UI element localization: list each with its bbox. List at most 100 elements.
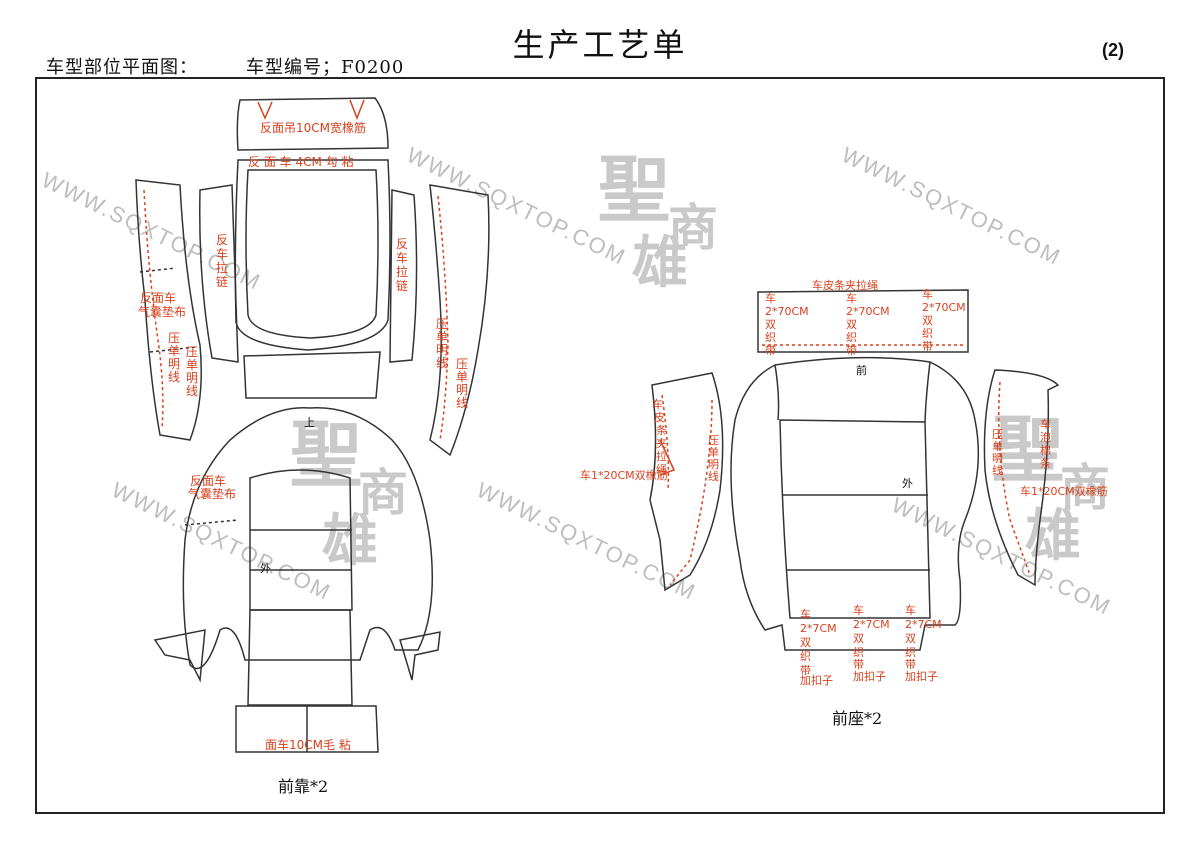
- note-left-strip-1: 车: [652, 397, 663, 411]
- note-right-foam-1: 车: [1040, 417, 1051, 431]
- note-buckle-2-3: 双: [853, 632, 864, 645]
- mark-top: 上: [304, 416, 315, 429]
- note-band-1: 车 2*70CM 双 织 带: [765, 291, 809, 357]
- note-left-strip-3: 条: [656, 423, 667, 437]
- note-band-1-2: 2*70CM: [765, 305, 809, 318]
- note-left-zip-3: 拉: [216, 260, 228, 275]
- note-press-c-2: 单: [436, 330, 448, 344]
- note-press-a-3: 明: [168, 357, 180, 371]
- watermark-url-3: WWW.SQXTOP.COM: [838, 142, 1066, 270]
- mark-front: 前: [856, 363, 867, 377]
- note-buckle-1-5: 带: [800, 664, 811, 677]
- note-right-foam-3: 棉: [1040, 443, 1051, 457]
- seat-inner-top: [774, 361, 931, 423]
- note-press-d-3: 明: [456, 383, 468, 397]
- note-left-press-3: 明: [708, 458, 719, 471]
- note-right-press-3: 明: [992, 452, 1003, 465]
- seat-top-strip: [757, 289, 969, 353]
- note-airbag-side-1: 反面车: [140, 290, 176, 305]
- note-right-press-1: 压: [992, 428, 1003, 441]
- back-bottom-velcro: [235, 705, 379, 753]
- note-right-press-4: 线: [992, 463, 1003, 477]
- back-left-outer-strip: [135, 179, 202, 441]
- note-press-c-4: 线: [436, 356, 448, 370]
- back-lower-inset-line-1: [250, 529, 352, 571]
- note-buckle-2-1: 车: [853, 603, 864, 617]
- model-code: 车型编号；F0200: [246, 57, 405, 78]
- note-press-c-1: 压: [436, 317, 448, 331]
- note-left-strip-6: 绳: [656, 462, 667, 476]
- back-bottom-stem: [247, 609, 353, 706]
- note-band-1-4: 织: [765, 331, 776, 344]
- note-buckle-1-4: 织: [800, 650, 811, 663]
- note-band-3-3: 双: [922, 314, 933, 327]
- note-press-d-4: 线: [456, 396, 468, 410]
- back-left-zip-strip: [199, 184, 239, 363]
- watermark-char-sheng-1: 聖: [598, 147, 670, 232]
- note-right-zip-4: 链: [396, 278, 408, 293]
- note-press-a-2: 单: [168, 344, 180, 358]
- note-press-d-2: 单: [456, 370, 468, 384]
- note-band-1-1: 车: [765, 291, 776, 305]
- seat-inner-line-1: [782, 494, 930, 571]
- note-right-foam-2: 泡: [1040, 430, 1051, 444]
- note-top-elastic: 反面吊10CM宽橡筋: [260, 120, 366, 135]
- note-top-glue: 反 面 车 4CM 勾 粘: [248, 154, 353, 169]
- note-left-press-1: 压: [708, 434, 719, 447]
- note-band-3-1: 车: [922, 287, 933, 301]
- watermark-char-sheng-3: 聖: [992, 407, 1064, 492]
- caption-front-seat: 前座*2: [832, 709, 882, 728]
- note-left-strip-2: 皮: [654, 411, 665, 424]
- note-band-3-4: 织: [922, 327, 933, 340]
- back-top-piece: [236, 97, 389, 151]
- note-buckle-3: 车 2*7CM 双 织 带 加扣子: [905, 603, 942, 683]
- note-band-3-5: 带: [922, 340, 933, 353]
- note-band-2-2: 2*70CM: [846, 305, 890, 318]
- note-right-press-2: 单: [992, 440, 1003, 453]
- watermark-char-shang-1: 商: [668, 198, 718, 257]
- drawing-frame: [35, 77, 1165, 814]
- back-left-airbag-line: [139, 267, 197, 353]
- back-left-wing: [184, 519, 239, 526]
- note-press-d: 压 单 明 线: [456, 357, 468, 410]
- note-band-2: 车 2*70CM 双 织 带: [846, 291, 890, 357]
- note-airbag-lower-1: 反面车: [190, 473, 226, 488]
- note-left-strip-5: 拉: [656, 449, 667, 463]
- note-buckle-2-2: 2*7CM: [853, 618, 890, 631]
- back-right-outer-stitch: [437, 195, 449, 441]
- watermark-char-shang-2: 商: [358, 463, 408, 522]
- back-left-outer-stitch: [143, 189, 164, 429]
- note-press-a: 压 单 明 线: [168, 331, 180, 384]
- note-right-zip-1: 反: [396, 237, 408, 251]
- watermark-char-shang-3: 商: [1060, 458, 1110, 517]
- note-band-2-4: 织: [846, 331, 857, 344]
- note-band-2-5: 带: [846, 344, 857, 357]
- note-buckle-3-4: 织: [905, 646, 916, 659]
- back-lower-inset: [249, 469, 353, 611]
- note-left-press-4: 线: [708, 469, 719, 483]
- note-buckle-1: 车 2*7CM 双 织 带 加扣子: [800, 607, 837, 687]
- note-buckle-2-4: 织: [853, 646, 864, 659]
- note-press-d-1: 压: [456, 357, 468, 371]
- note-airbag-lower-2: 气囊垫布: [188, 486, 236, 501]
- back-upper-panel: [234, 159, 391, 351]
- note-buckle-2-5: 带: [853, 658, 864, 671]
- front-back-notes: 反面吊10CM宽橡筋 反 面 车 4CM 勾 粘 反 车 拉 链 反 车 拉 链…: [138, 120, 468, 796]
- back-lower-piece: [243, 351, 381, 399]
- note-left-zip: 反 车 拉 链: [216, 233, 228, 289]
- caption-front-back: 前靠*2: [278, 777, 328, 796]
- note-right-zip: 反 车 拉 链: [396, 237, 408, 293]
- note-press-b: 压 单 明 线: [186, 345, 198, 398]
- seat-main-body: [730, 356, 980, 651]
- note-left-press: 压 单 明 线: [708, 434, 719, 483]
- note-press-a-1: 压: [168, 331, 180, 345]
- note-left-zip-4: 链: [216, 274, 228, 289]
- note-band-3-2: 2*70CM: [922, 301, 966, 314]
- seat-left-triangle: [659, 439, 676, 476]
- mark-outer-seat: 外: [902, 477, 913, 490]
- note-band-2-3: 双: [846, 318, 857, 331]
- watermark-char-sheng-2: 聖: [290, 412, 362, 497]
- note-buckle-3-1: 车: [905, 603, 916, 617]
- page-title: 生产工艺单: [512, 26, 688, 64]
